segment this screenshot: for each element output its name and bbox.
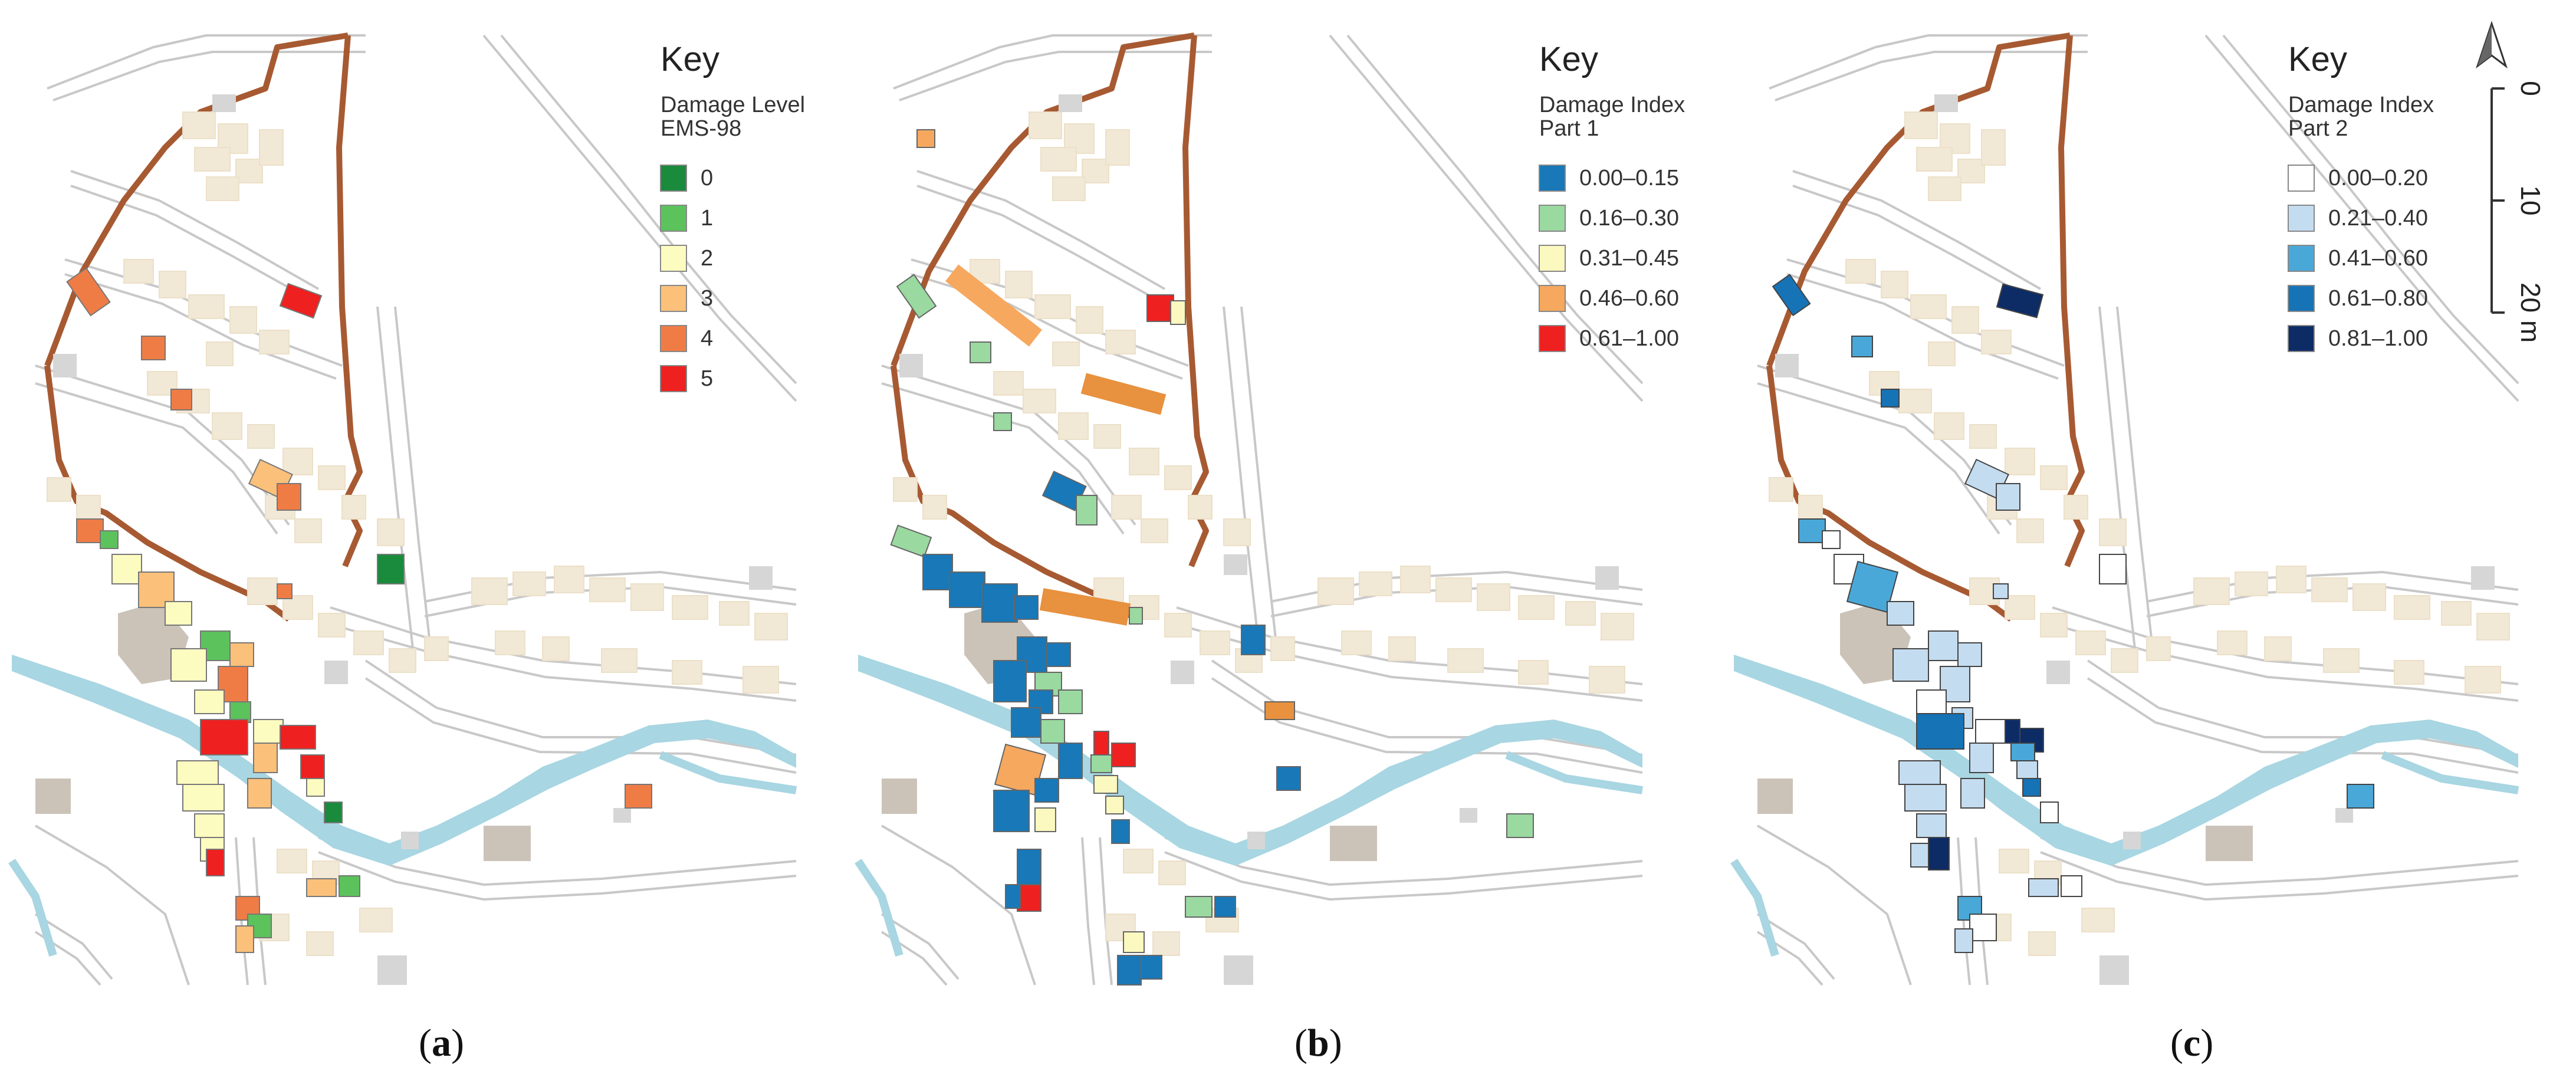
legend-subtitle: Damage Index [1539,93,1685,117]
legend-subtitle: Damage Level [661,93,805,117]
damage-buildings [66,267,652,953]
legend-subtitle: Damage Index [2288,93,2434,117]
legend-subtitle: Part 2 [2288,116,2348,141]
panel-caption-c: (c) [2170,1021,2213,1065]
legend-swatch [2288,285,2315,312]
panel-caption-b: (b) [1294,1021,1342,1065]
legend-swatch [660,365,687,392]
legend-swatch [660,165,687,192]
legend-swatch [1539,285,1566,312]
map-panel-b [858,35,1642,985]
legend-label: 0.81–1.00 [2328,326,2428,351]
legend-swatch [2288,325,2315,352]
legend-title: Key [1539,40,1598,78]
legend-subtitle: EMS-98 [661,116,741,141]
legend-label: 0 [701,166,713,190]
legend-label: 0.00–0.15 [1579,166,1679,190]
legend-swatch [1539,325,1566,352]
panel-caption-a: (a) [419,1021,464,1065]
legend-label: 2 [701,246,713,271]
legend-swatch [1539,245,1566,272]
north-arrow-icon [2476,21,2508,69]
legend-label: 0.46–0.60 [1579,286,1679,311]
legend-swatch [660,325,687,352]
legend-swatch [2288,165,2315,192]
scale-label-10: 10 [2515,185,2546,215]
legend-swatch [2288,245,2315,272]
legend-label: 0.31–0.45 [1579,246,1679,271]
legend-label: 0.41–0.60 [2328,246,2428,271]
legend-label: 0.00–0.20 [2328,166,2428,190]
legend-label: 1 [701,206,713,231]
legend-label: 0.61–1.00 [1579,326,1679,351]
legend-title: Key [661,40,719,78]
legend-label: 3 [701,286,713,311]
legend-swatch [660,245,687,272]
legend-swatch [1539,205,1566,232]
legend-label: 0.21–0.40 [2328,206,2428,231]
legend-swatch [660,205,687,232]
scale-label-20: 20 m [2515,283,2546,343]
map-panel-a [12,35,796,985]
basemap [858,35,1642,985]
scale-bar: 0 10 20 m [2490,81,2546,343]
damage-buildings [1772,274,2374,953]
legend-swatch [2288,205,2315,232]
legend-subtitle: Part 1 [1539,116,1599,141]
legend-label: 5 [701,366,713,391]
legend-swatch [1539,165,1566,192]
map-panel-c [1734,35,2518,985]
legend-label: 4 [701,326,713,351]
damage-buildings [890,129,1534,986]
legend-label: 0.16–0.30 [1579,206,1679,231]
scale-label-0: 0 [2515,81,2546,96]
legend-title: Key [2288,40,2347,78]
legend-label: 0.61–0.80 [2328,286,2428,311]
legend-swatch [660,285,687,312]
